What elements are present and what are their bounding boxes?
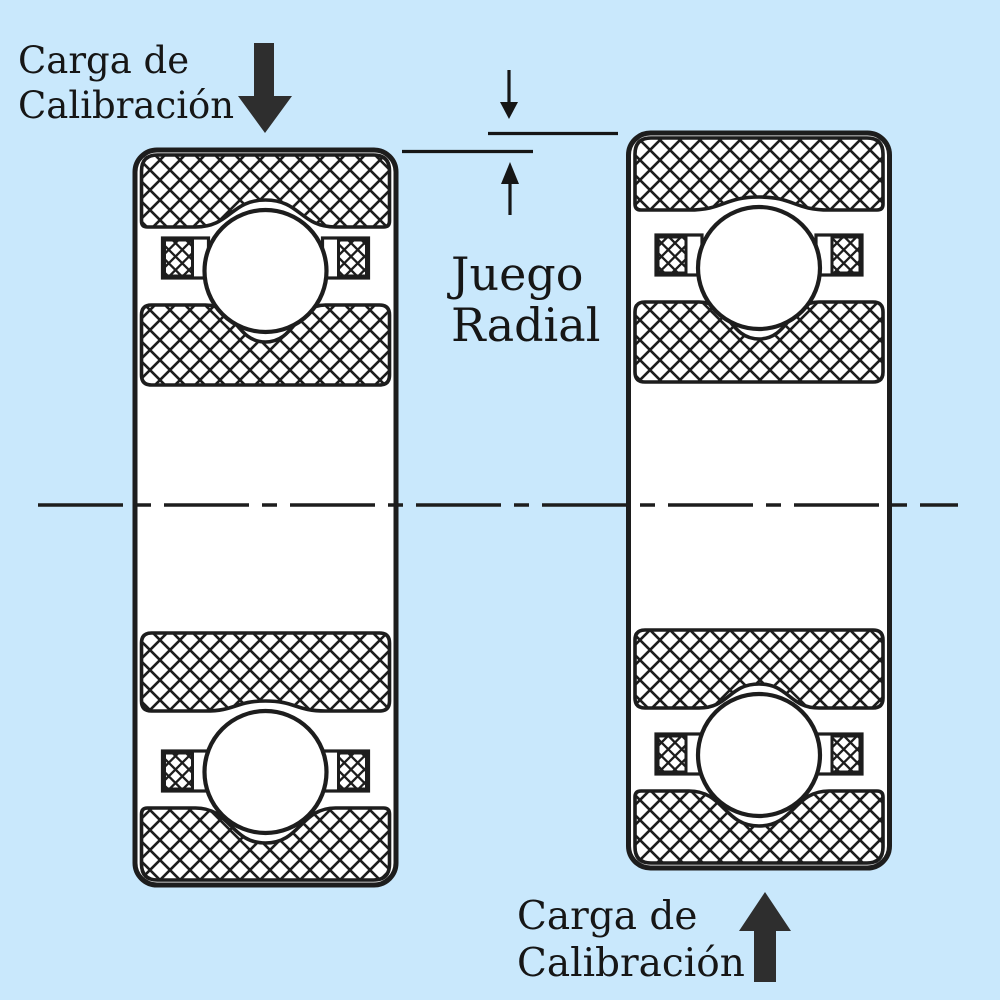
radial-clearance-dimension: [402, 70, 618, 215]
cage-section-right: [830, 734, 862, 774]
ball-top: [695, 204, 823, 332]
outer-race-top: [633, 136, 885, 212]
cage-section-left: [163, 751, 194, 791]
ball-bottom: [695, 691, 823, 819]
cage-section-left: [656, 235, 688, 275]
cage-section-right: [830, 235, 862, 275]
load-label-bottom-line2: Calibración: [517, 941, 745, 986]
cage-section-right: [337, 238, 368, 278]
inner-race-top: [633, 300, 885, 384]
dimension-arrow-down-icon: [500, 70, 518, 119]
cage-section-left: [656, 734, 688, 774]
load-arrow-up-icon: [739, 892, 791, 982]
dimension-arrow-up-icon: [501, 162, 519, 215]
left-bearing: [132, 147, 399, 888]
inner-race-bottom: [633, 628, 885, 710]
right-bearing: [626, 130, 892, 871]
ball-bottom: [202, 708, 329, 836]
load-label-top-line1: Carga de: [18, 39, 189, 82]
cage-section-left: [163, 238, 194, 278]
load-label-top-line2: Calibración: [18, 84, 234, 127]
inner-race-bottom: [139, 631, 392, 713]
outer-race-top: [139, 153, 392, 229]
outer-race-bottom: [139, 806, 392, 882]
inner-race-top: [139, 303, 392, 387]
clearance-label-line2: Radial: [451, 298, 600, 352]
outer-race-bottom: [633, 789, 885, 865]
cage-section-right: [337, 751, 368, 791]
ball-top: [202, 207, 329, 335]
load-arrow-down-icon: [238, 43, 292, 133]
load-label-bottom-line1: Carga de: [517, 894, 697, 939]
clearance-label-line1: Juego: [447, 247, 583, 301]
